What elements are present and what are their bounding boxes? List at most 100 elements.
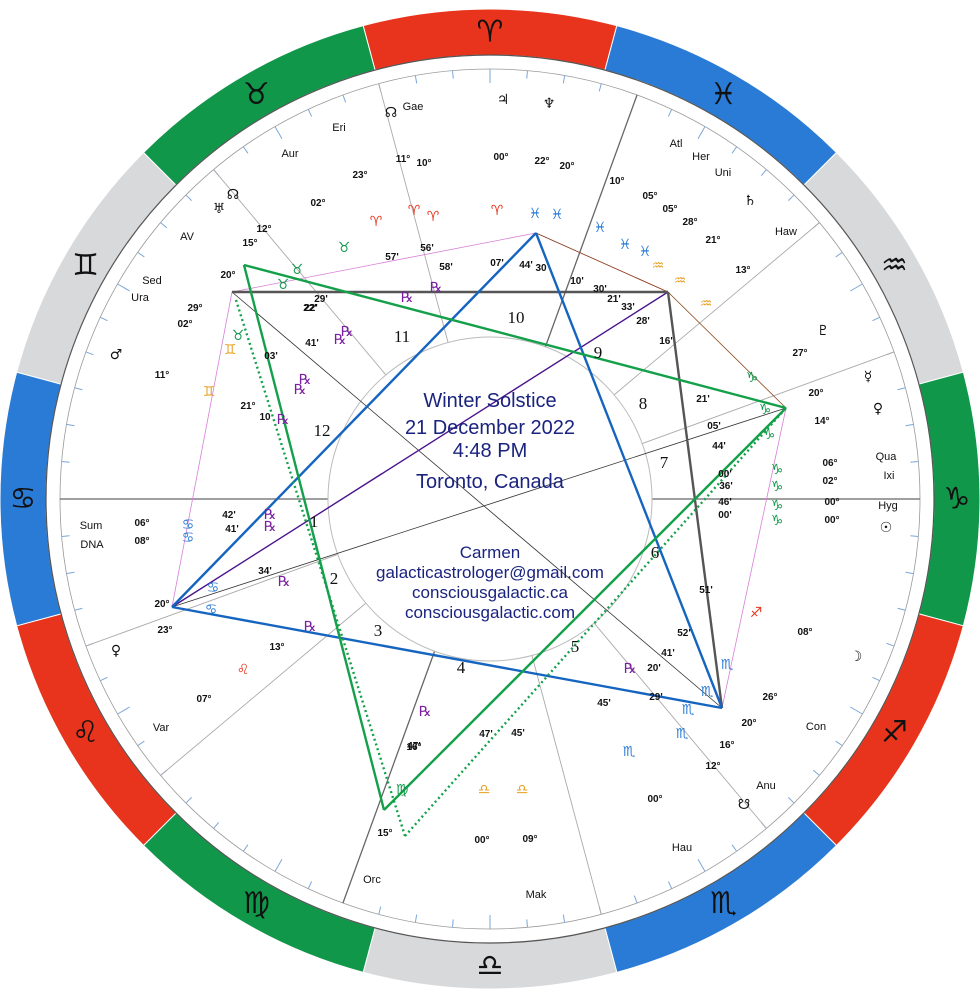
minute-label: 44' <box>712 441 726 452</box>
degree-label: 11° <box>155 370 170 381</box>
degree-tick <box>452 919 454 928</box>
planet-glyph-icon: ☽ <box>850 649 863 665</box>
house-number-7: 7 <box>660 453 669 472</box>
point-label-con: Con <box>806 721 826 733</box>
minute-label: 05' <box>707 421 721 432</box>
author-site-ca[interactable]: consciousgalactic.ca <box>412 583 568 602</box>
planet-glyph-icon: ℞ <box>264 519 277 535</box>
minute-label: 00' <box>718 510 732 521</box>
degree-tick <box>74 607 83 611</box>
degree-label: 10° <box>416 158 431 169</box>
aspect-line-minor <box>231 291 723 709</box>
degree-tick <box>414 75 418 84</box>
minute-label: 33' <box>621 302 635 313</box>
planet-glyph-icon: ♅ <box>213 201 226 217</box>
planet-glyph-icon: ♂ <box>110 347 123 363</box>
planet-glyph-icon: ♄ <box>744 193 757 209</box>
planet-glyph-icon: ♒ <box>674 273 687 289</box>
degree-tick <box>307 109 313 117</box>
planet-glyph-icon: ♉ <box>277 277 290 293</box>
degree-label: 26° <box>762 692 777 703</box>
author-site-com[interactable]: consciousgalactic.com <box>404 603 576 622</box>
degree-label: 16° <box>406 742 421 753</box>
zodiac-glyph-aries: ♈ <box>477 15 504 50</box>
minute-label: 10 <box>259 412 271 423</box>
planet-glyph-icon: ☋ <box>738 797 750 813</box>
point-label-gae: Gae <box>403 101 424 113</box>
degree-tick <box>378 906 382 915</box>
degree-label: 13° <box>269 642 284 653</box>
planet-glyph-icon: ♋ <box>182 517 195 533</box>
aspect-line-minor <box>535 232 669 293</box>
planet-glyph-icon: ℞ <box>304 619 317 635</box>
degree-label: 20° <box>559 161 574 172</box>
minute-label: 21' <box>696 394 710 405</box>
zodiac-glyph-virgo: ♍ <box>243 886 270 921</box>
degree-label: 22° <box>534 156 549 167</box>
planet-glyph-icon: ♑ <box>746 370 759 386</box>
minute-label: 52' <box>677 628 691 639</box>
house-number-12: 12 <box>314 421 331 440</box>
point-label-av: AV <box>180 231 195 243</box>
planet-glyph-icon: ♒ <box>700 296 713 312</box>
degree-label: 00° <box>474 835 489 846</box>
aspect-line-green-dotted <box>404 407 787 837</box>
minute-label: 45' <box>511 728 525 739</box>
degree-tick <box>812 769 820 776</box>
degree-tick <box>274 859 283 872</box>
planet-glyph-icon: ♉ <box>338 240 351 256</box>
point-label-eri: Eri <box>332 122 345 134</box>
minute-label: 57' <box>385 252 399 263</box>
planet-glyph-icon: ♉ <box>291 262 304 278</box>
degree-tick <box>667 881 673 889</box>
house-cusp-line <box>378 83 449 343</box>
degree-label: 28° <box>682 217 697 228</box>
house-cusps <box>60 83 920 915</box>
degree-tick <box>850 283 863 292</box>
minute-label: 56' <box>420 243 434 254</box>
planet-glyph-icon: ♑ <box>759 402 772 418</box>
planet-glyph-icon: ♓ <box>551 207 564 223</box>
degree-label: 15° <box>242 238 257 249</box>
degree-label: 00° <box>824 497 839 508</box>
point-label-her: Her <box>692 151 710 163</box>
point-label-qua: Qua <box>876 451 898 463</box>
degree-label: 00° <box>493 152 508 163</box>
degree-label: 16° <box>719 740 734 751</box>
degree-label: 08° <box>134 536 149 547</box>
degree-tick <box>905 423 914 427</box>
minute-label: 07' <box>490 258 504 269</box>
point-label-haw: Haw <box>775 226 797 238</box>
planet-glyph-icon: ♏ <box>623 744 636 760</box>
aspect-line-blue <box>171 232 537 608</box>
planet-glyph-icon: ℞ <box>278 574 291 590</box>
planet-glyph-icon: ♓ <box>619 237 632 253</box>
point-label-sum: Sum <box>80 520 103 532</box>
aspect-lines <box>171 232 787 837</box>
zodiac-glyph-cancer: ♋ <box>10 482 37 517</box>
minute-label: 51' <box>699 585 713 596</box>
degree-label: 21° <box>705 235 720 246</box>
author-email[interactable]: galacticastrologer@gmail.com <box>376 563 604 582</box>
degree-label: 09° <box>522 834 537 845</box>
house-number-3: 3 <box>374 621 383 640</box>
degree-label: 29° <box>187 303 202 314</box>
aspect-line-green-dotted <box>234 299 407 837</box>
planet-glyph-icon: ♏ <box>676 726 689 742</box>
zodiac-glyph-libra: ♎ <box>477 949 504 984</box>
degree-tick <box>74 387 83 391</box>
planet-glyph-icon: ℞ <box>299 372 312 388</box>
point-label-ixi: Ixi <box>884 470 895 482</box>
house-number-11: 11 <box>394 327 410 346</box>
house-cusp-line <box>342 651 436 904</box>
author-name: Carmen <box>459 543 521 562</box>
planet-glyph-icon: ♊ <box>224 342 237 358</box>
degree-label: 08° <box>797 627 812 638</box>
aspect-line-blue <box>534 232 724 709</box>
planet-glyph-icon: ♑ <box>771 479 784 495</box>
degree-label: 07° <box>196 694 211 705</box>
house-cusp-line <box>613 222 820 396</box>
degree-label: 00° <box>647 794 662 805</box>
planet-glyph-icon: ♓ <box>639 244 652 260</box>
house-number-5: 5 <box>571 637 580 656</box>
